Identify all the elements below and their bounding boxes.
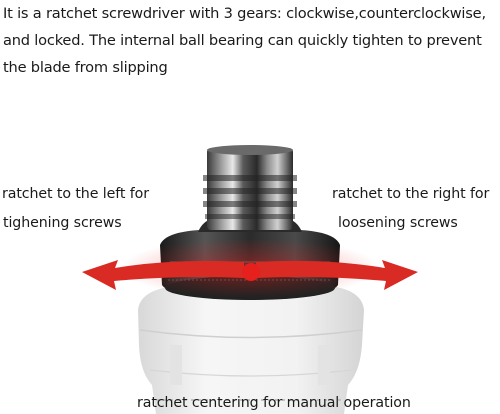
description-line-2: and locked. The internal ball bearing ca… [3, 32, 482, 49]
handle [138, 286, 364, 414]
metal-shaft [203, 145, 297, 230]
bottom-label: ratchet centering for manual operation [137, 395, 411, 411]
left-arrow-icon [82, 260, 244, 290]
left-label-line-2: tighening screws [3, 215, 122, 231]
right-arrow-icon [256, 260, 418, 290]
center-dot [242, 263, 260, 281]
description-text: It is a ratchet screwdriver with 3 gears… [3, 0, 497, 81]
left-label-line-1: ratchet to the left for [2, 186, 149, 202]
description-line-3: the blade from slipping [3, 59, 168, 76]
right-label-line-2: loosening screws [338, 215, 458, 231]
right-label-line-1: ratchet to the right for [332, 186, 490, 202]
description-line-1: It is a ratchet screwdriver with 3 gears… [3, 5, 486, 22]
